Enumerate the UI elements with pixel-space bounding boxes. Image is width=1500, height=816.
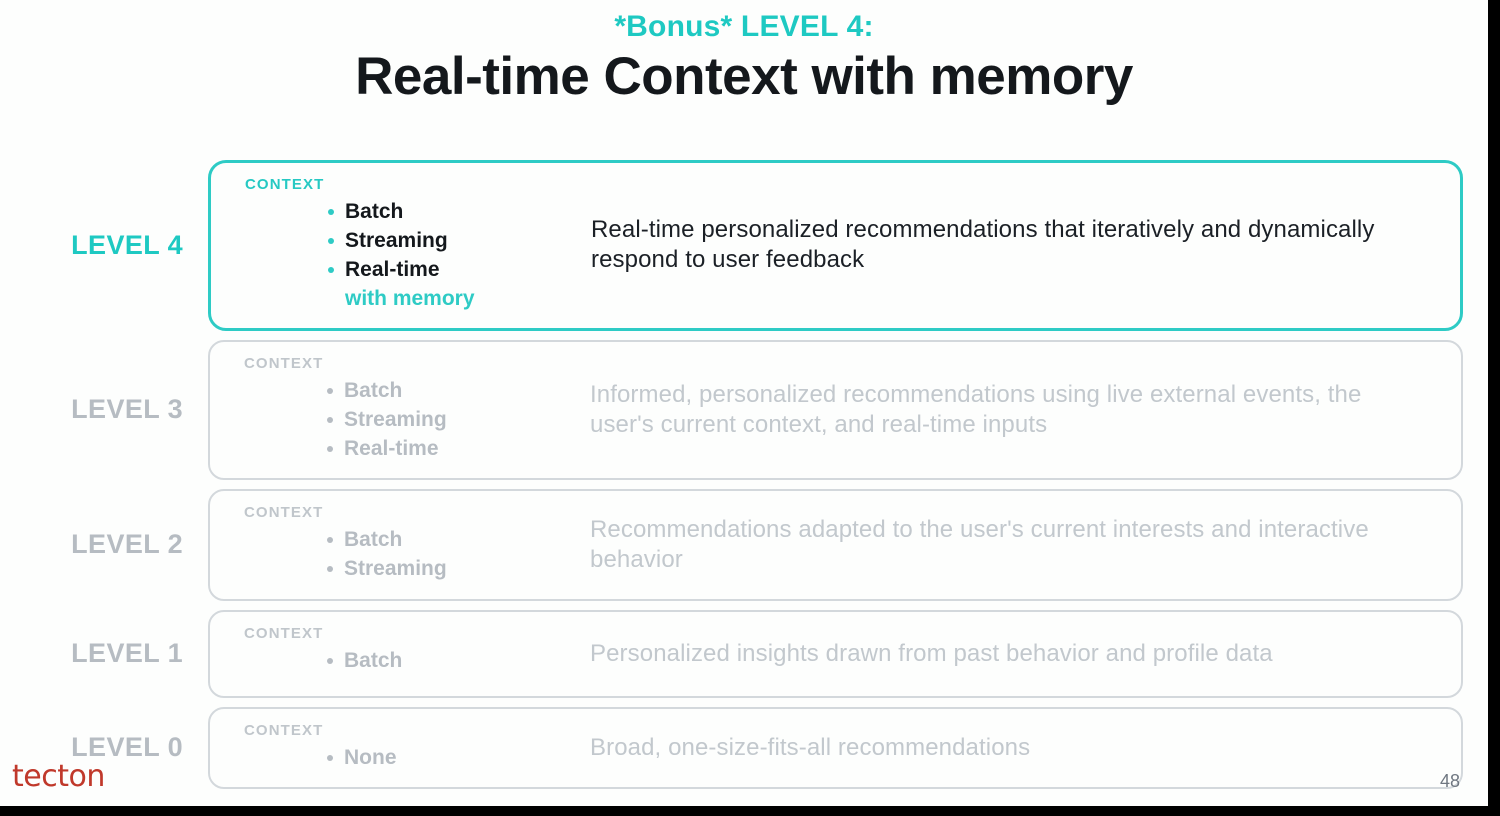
level-label: LEVEL 4 <box>71 229 183 260</box>
context-source-label: Batch <box>345 200 404 223</box>
level-description: Informed, personalized recommendations u… <box>590 380 1362 438</box>
level-description: Broad, one-size-fits-all recommendations <box>590 733 1031 761</box>
context-source-label: None <box>344 745 397 769</box>
context-source-label: Real-time <box>344 436 439 460</box>
context-source-label: Batch <box>344 648 403 672</box>
context-source-label: Batch <box>344 527 403 551</box>
bullet-dot-icon <box>327 445 333 452</box>
ladder-row: LEVEL 0 CONTEXT None Broad, one-size-fits-a… <box>0 706 1488 789</box>
slide-footer: tecton 48 <box>0 746 1488 806</box>
context-label: CONTEXT <box>244 624 324 642</box>
letterbox-bottom <box>0 806 1500 816</box>
description-wrap: Informed, personalized recommendations u… <box>590 356 1461 464</box>
letterbox-right <box>1488 0 1500 816</box>
level-description: Personalized insights drawn from past be… <box>590 639 1273 667</box>
slide-eyebrow: *Bonus* LEVEL 4: <box>614 10 874 43</box>
description-wrap: Broad, one-size-fits-all recommendations <box>590 723 1060 773</box>
slide-canvas: *Bonus* LEVEL 4: Real-time Context with … <box>0 0 1488 806</box>
context-column: CONTEXT None <box>210 723 590 773</box>
context-label: CONTEXT <box>244 354 324 372</box>
context-source-list: None <box>244 744 590 773</box>
description-wrap: Personalized insights drawn from past be… <box>590 626 1303 682</box>
context-label: CONTEXT <box>245 176 325 193</box>
context-source-item: Batch <box>327 377 590 406</box>
context-source-item: Streaming <box>328 227 591 256</box>
title-block: *Bonus* LEVEL 4: Real-time Context with … <box>0 10 1488 106</box>
bullet-dot-icon <box>327 536 333 543</box>
level-label: LEVEL 2 <box>71 529 183 560</box>
level-label: LEVEL 3 <box>71 394 183 425</box>
context-source-label: Streaming <box>344 407 447 431</box>
context-source-item: None <box>327 744 590 773</box>
bullet-dot-icon <box>327 416 333 423</box>
tecton-logo: tecton <box>12 759 105 794</box>
context-source-list: Batch <box>244 647 590 676</box>
description-wrap: Real-time personalized recommendations t… <box>591 177 1460 314</box>
context-source-label: Streaming <box>344 556 447 580</box>
context-source-label: Streaming <box>345 228 448 252</box>
bullet-dot-icon <box>328 266 334 273</box>
bullet-dot-icon <box>327 565 333 572</box>
context-source-label: Batch <box>344 378 403 402</box>
context-source-item: Real-time <box>328 256 591 285</box>
context-label: CONTEXT <box>244 503 324 521</box>
ladder-row: LEVEL 1 CONTEXT Batch Personalized insights… <box>0 609 1488 698</box>
memory-note: with memory <box>345 286 475 310</box>
context-source-label: Real-time <box>345 257 440 281</box>
bullet-dot-icon <box>327 657 333 664</box>
level-label: LEVEL 1 <box>71 638 183 669</box>
level-card: CONTEXT Batch Personalized insights drawn … <box>208 609 1463 698</box>
context-source-item: Batch <box>327 526 590 555</box>
context-source-item: Streaming <box>327 555 590 584</box>
bullet-dot-icon <box>328 209 334 215</box>
context-source-item: Real-time <box>327 435 590 464</box>
page-number: 48 <box>1439 771 1460 791</box>
context-label: CONTEXT <box>244 721 324 739</box>
bullet-dot-icon <box>328 237 334 244</box>
bullet-dot-icon <box>327 754 333 761</box>
bullet-dot-icon <box>327 387 333 394</box>
context-column: CONTEXT Batch <box>210 626 590 676</box>
context-source-item: Batch <box>327 647 590 676</box>
context-source-item: Batch <box>328 198 591 227</box>
page-title: Real-time Context with memory <box>355 47 1133 106</box>
level-label: LEVEL 0 <box>71 732 183 763</box>
context-source-item: Streaming <box>327 406 590 435</box>
level-description: Real-time personalized recommendations t… <box>591 216 1375 274</box>
level-description: Recommendations adapted to the user's cu… <box>590 515 1369 573</box>
level-card: CONTEXT None Broad, one-size-fits-all reco… <box>208 706 1463 789</box>
description-wrap: Recommendations adapted to the user's cu… <box>590 505 1461 585</box>
